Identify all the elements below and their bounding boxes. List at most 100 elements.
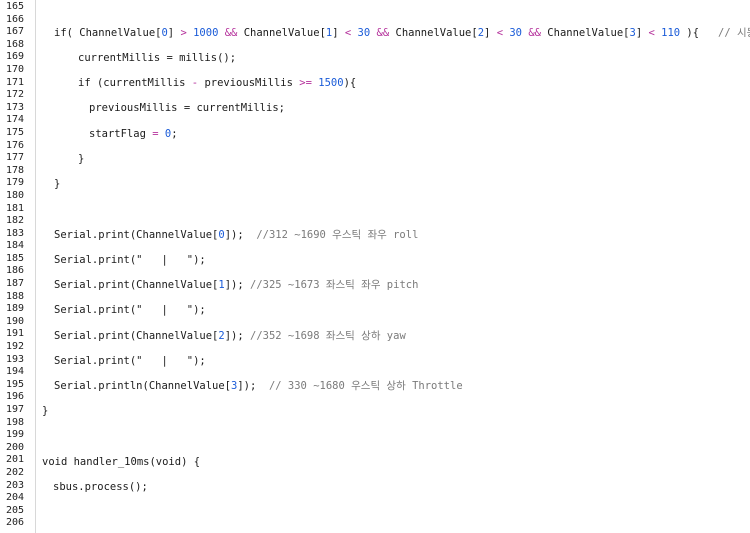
code-line-177: } (78, 153, 84, 166)
line-number: 179 (6, 177, 25, 189)
code-text: previousMillis (198, 77, 300, 89)
line-number: 169 (6, 51, 25, 63)
code-number: 3 (231, 380, 238, 392)
line-number: 175 (6, 126, 25, 138)
code-operator: < (344, 27, 352, 39)
line-number: 185 (6, 252, 25, 264)
code-number: 0 (161, 27, 168, 39)
line-number: 166 (6, 13, 25, 25)
code-line-195: Serial.println(ChannelValue[3]); // 330 … (54, 380, 463, 393)
line-number: 193 (6, 353, 25, 365)
code-operator: && (376, 27, 390, 39)
code-text: ] (332, 27, 345, 39)
code-number: 1000 (193, 27, 219, 39)
code-number: 1500 (318, 77, 344, 89)
code-number: 0 (218, 229, 225, 241)
line-number: 173 (6, 101, 25, 113)
code-comment: // 330 ~1680 우스틱 상하 Throttle (268, 380, 463, 392)
line-number: 205 (6, 504, 25, 516)
code-text: ChannelValue[ (237, 27, 326, 39)
code-text: Serial.print(ChannelValue[ (54, 279, 219, 291)
code-text: Serial.print(" | "); (54, 355, 206, 367)
line-number: 198 (6, 416, 25, 428)
line-number: 178 (6, 164, 25, 176)
code-text: ]); (224, 330, 250, 342)
line-number: 184 (6, 240, 25, 252)
code-number: 3 (629, 27, 636, 39)
code-line-189: Serial.print(" | "); (54, 304, 206, 317)
line-number: 192 (6, 341, 25, 353)
code-line-173: previousMillis = currentMillis; (89, 102, 285, 115)
code-line-203: sbus.process(); (53, 481, 148, 494)
code-line-185: Serial.print(" | "); (54, 254, 206, 267)
code-number: 2 (218, 330, 225, 342)
line-number: 195 (6, 378, 25, 390)
code-comment: // 시동 꿀때 (718, 27, 750, 39)
code-line-169: currentMillis = millis(); (78, 52, 236, 65)
code-line-167: if( ChannelValue[0] > 1000 && ChannelVal… (54, 27, 750, 40)
code-operator: && (224, 27, 238, 39)
code-text: ]); (224, 229, 257, 241)
code-line-187: Serial.print(ChannelValue[1]); //325 ~16… (54, 279, 418, 292)
line-number: 200 (6, 441, 25, 453)
code-text: void handler_10ms(void) { (42, 456, 201, 468)
code-line-183: Serial.print(ChannelValue[0]); //312 ~16… (54, 229, 418, 242)
line-number: 201 (6, 454, 25, 466)
code-line-179: } (54, 178, 60, 191)
line-number: 202 (6, 466, 25, 478)
code-number: 1 (218, 279, 225, 291)
code-number: 30 (509, 27, 522, 39)
code-text: sbus.process(); (53, 481, 148, 493)
code-text: ]); (237, 380, 269, 392)
code-text: Serial.print(ChannelValue[ (54, 330, 219, 342)
code-operator: - (191, 77, 199, 89)
line-number: 197 (6, 404, 25, 415)
line-number: 206 (6, 517, 25, 529)
code-text: ] (484, 27, 497, 39)
line-number: 168 (6, 38, 25, 50)
code-text: ] (167, 27, 181, 39)
code-operator: && (528, 27, 541, 39)
code-text: ] (635, 27, 649, 39)
code-number: 1 (325, 27, 333, 39)
line-number: 203 (6, 479, 25, 491)
code-text: } (54, 178, 61, 190)
code-comment: //325 ~1673 좌스틱 좌우 pitch (250, 279, 419, 291)
code-text: } (42, 405, 49, 417)
code-text: if( ChannelValue[ (54, 27, 162, 39)
code-operator: < (648, 27, 655, 39)
line-number: 171 (6, 76, 25, 88)
code-number: 0 (164, 128, 172, 140)
line-number: 180 (6, 189, 25, 201)
line-number: 191 (6, 328, 25, 340)
line-number: 181 (6, 202, 25, 214)
code-operator: > (180, 27, 187, 39)
code-area[interactable]: if( ChannelValue[0] > 1000 && ChannelVal… (36, 0, 750, 533)
code-text: Serial.print(ChannelValue[ (54, 229, 219, 241)
line-number: 183 (6, 227, 25, 239)
code-line-201: void handler_10ms(void) { (42, 456, 200, 469)
code-text: previousMillis = currentMillis; (89, 102, 285, 114)
code-text: ChannelValue[ (540, 27, 630, 39)
line-number: 199 (6, 429, 25, 441)
code-line-171: if (currentMillis - previousMillis >= 15… (78, 77, 356, 90)
code-number: 2 (477, 27, 485, 39)
line-number: 187 (6, 278, 25, 290)
code-number: 30 (357, 27, 371, 39)
code-text: if (currentMillis (78, 77, 192, 89)
line-number: 204 (6, 492, 25, 504)
line-number: 196 (6, 391, 25, 403)
code-text: startFlag (89, 128, 153, 140)
code-text: ChannelValue[ (389, 27, 478, 39)
code-text: Serial.print(" | "); (54, 254, 206, 266)
code-text: Serial.print(" | "); (54, 304, 206, 316)
code-line-175: startFlag = 0; (89, 128, 178, 141)
code-text: ){ (343, 77, 357, 89)
code-operator: >= (299, 77, 312, 89)
line-number: 190 (6, 315, 25, 327)
line-number: 165 (6, 1, 25, 12)
code-text: ; (171, 128, 178, 140)
line-number: 176 (6, 139, 25, 151)
